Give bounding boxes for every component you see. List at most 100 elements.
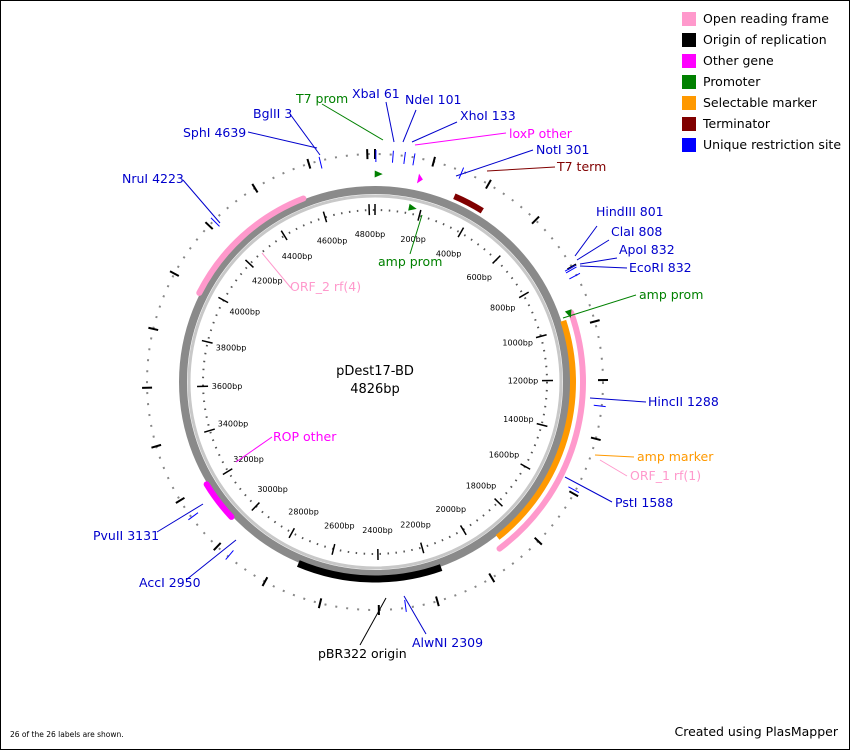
legend-item: Terminator: [682, 113, 841, 134]
outer-tick: [533, 536, 543, 546]
legend-swatch: [682, 95, 696, 110]
site-label-hincii: HincII 1288: [648, 394, 719, 409]
outer-tick: [169, 270, 180, 277]
leader-line: [247, 131, 318, 149]
ruler-label: 2600bp: [324, 522, 355, 531]
site-label-hindiii: HindIII 801: [596, 204, 664, 219]
legend-item: Unique restriction site: [682, 134, 841, 155]
outer-tick: [175, 496, 185, 504]
legend-item: Other gene: [682, 50, 841, 71]
ruler-label: 3000bp: [257, 485, 288, 494]
ruler-tick: [492, 255, 501, 264]
ruler-label: 2000bp: [436, 505, 467, 514]
site-label-xhoi: XhoI 133: [460, 108, 516, 123]
legend-item: Origin of replication: [682, 29, 841, 50]
legend-item: Promoter: [682, 71, 841, 92]
leader-line: [359, 597, 387, 646]
site-label-noti: NotI 301: [536, 142, 589, 157]
ruler-tick: [322, 211, 328, 223]
other-gene-arrow: [416, 173, 423, 184]
legend-item: Selectable marker: [682, 92, 841, 113]
ruler-label: 1000bp: [502, 339, 533, 348]
leader-line: [261, 252, 292, 289]
ruler-tick: [280, 230, 288, 241]
site-label-clai: ClaI 808: [611, 224, 662, 239]
leader-line: [185, 539, 237, 581]
ruler-tick: [459, 525, 467, 536]
leader-line: [235, 436, 273, 463]
ruler-label: 2400bp: [362, 526, 393, 535]
feature-arc: [296, 560, 443, 583]
feature-arc: [495, 319, 576, 540]
outer-tick: [204, 221, 214, 230]
outer-tick: [568, 490, 579, 498]
ruler-label: 800bp: [490, 303, 515, 312]
feature-label-orf1: ORF_1 rf(1): [630, 468, 701, 483]
leader-line: [409, 214, 423, 255]
ruler-tick: [251, 502, 260, 512]
ruler-label: 4600bp: [317, 236, 348, 245]
site-label-apoi: ApoI 832: [619, 242, 675, 257]
outer-tick: [261, 576, 269, 587]
feature-label-amp-prom-inner: amp prom: [378, 254, 442, 269]
inner-ruler-ticks: [197, 204, 553, 560]
restriction-site-tick: [188, 512, 199, 521]
restriction-site-tick: [391, 150, 394, 163]
leader-line: [156, 503, 204, 533]
restriction-site-tick: [565, 266, 577, 274]
label-leader-lines: [156, 101, 647, 646]
ruler-label: 1400bp: [503, 415, 534, 424]
outer-tick: [306, 158, 312, 169]
outer-scale-ring: [146, 153, 604, 611]
leader-line: [403, 595, 427, 635]
restriction-site-tick: [564, 264, 576, 272]
feature-arcs: [196, 170, 586, 583]
leader-line: [574, 225, 598, 257]
inner-ruler-ring: [202, 209, 548, 555]
ruler-label: 1800bp: [466, 481, 497, 490]
legend-label: Origin of replication: [703, 32, 827, 47]
legend-swatch: [682, 137, 696, 152]
ruler-tick: [201, 339, 213, 344]
backbone-outer-ring: [179, 186, 571, 578]
leader-line: [182, 179, 221, 224]
ruler-tick: [331, 543, 336, 555]
restriction-site-tick: [225, 550, 234, 560]
site-label-sphi: SphI 4639: [183, 125, 246, 140]
feature-arc: [196, 195, 307, 296]
outer-tick: [151, 443, 162, 449]
leader-line: [321, 103, 384, 141]
feature-label-t7-term: T7 term: [556, 159, 606, 174]
leader-line: [385, 101, 395, 143]
ruler-tick: [288, 527, 296, 539]
feature-arc: [203, 481, 235, 520]
leader-line: [579, 257, 618, 265]
leader-line: [576, 239, 610, 261]
outer-tick: [251, 183, 259, 193]
legend-label: Selectable marker: [703, 95, 817, 110]
ruler-tick: [535, 333, 547, 339]
ruler-label: 4200bp: [252, 276, 283, 285]
ruler-tick: [222, 468, 233, 476]
leader-line: [402, 109, 417, 143]
site-label-nrui: NruI 4223: [122, 171, 184, 186]
legend: Open reading frame Origin of replication…: [682, 8, 841, 155]
feature-arc: [453, 193, 484, 214]
restriction-site-tick: [593, 404, 606, 408]
credit-text: Created using PlasMapper: [674, 724, 838, 739]
leader-line: [455, 149, 534, 177]
outer-tick: [531, 215, 540, 225]
leader-line: [589, 397, 647, 403]
ruler-tick: [419, 542, 425, 554]
site-label-ndei: NdeI 101: [405, 92, 462, 107]
outer-tick: [485, 179, 492, 190]
ruler-label: 400bp: [436, 250, 461, 259]
leader-line: [599, 459, 628, 477]
site-label-bglii: BglII 3: [253, 106, 292, 121]
ruler-tick: [520, 463, 531, 470]
ruler-label: 3200bp: [233, 455, 264, 464]
leader-line: [486, 166, 556, 172]
leader-line: [414, 132, 507, 146]
feature-label-t7-prom: T7 prom: [295, 91, 348, 106]
